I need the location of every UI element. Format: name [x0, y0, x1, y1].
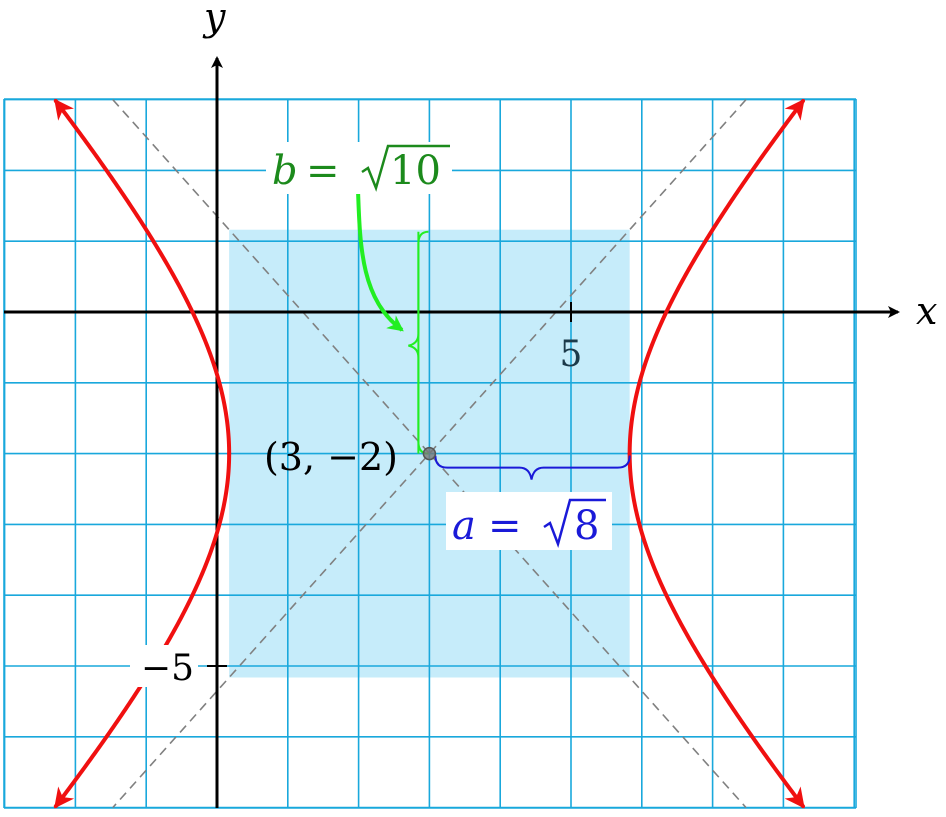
- a-sqrt-symbol: [543, 498, 606, 549]
- a-label-equals: =: [488, 503, 522, 549]
- b-sqrt-symbol: [361, 144, 450, 192]
- a-label: a = 8: [452, 498, 606, 549]
- hyperbola-right-branch-upper: [627, 98, 805, 456]
- x-axis-label: x: [916, 289, 937, 333]
- b-pointer-arrow: [356, 189, 404, 332]
- center-label: (3, −2): [264, 435, 398, 479]
- a-label-variable: a: [452, 503, 476, 549]
- b-label-equals: =: [306, 148, 340, 194]
- b-label: b = 10: [272, 144, 450, 194]
- center-point: [422, 446, 437, 461]
- a-brace: [434, 455, 631, 480]
- hyperbola-left-branch: [53, 451, 232, 809]
- hyperbola-left-branch-upper: [53, 98, 232, 456]
- x-tick-label-5: 5: [560, 334, 583, 375]
- b-label-radicand: 10: [390, 148, 441, 194]
- b-label-variable: b: [272, 148, 298, 194]
- asymptote-line: [112, 99, 747, 809]
- tick-label-background: [130, 645, 198, 687]
- a-label-radicand: 8: [574, 503, 599, 549]
- a-label-background: [446, 492, 612, 550]
- y-tick-label-neg5: −5: [141, 648, 194, 689]
- y-axis-label: y: [202, 0, 226, 39]
- coordinate-grid: [3, 98, 857, 809]
- hyperbola-right-branch: [627, 451, 805, 809]
- b-label-background: [266, 142, 452, 194]
